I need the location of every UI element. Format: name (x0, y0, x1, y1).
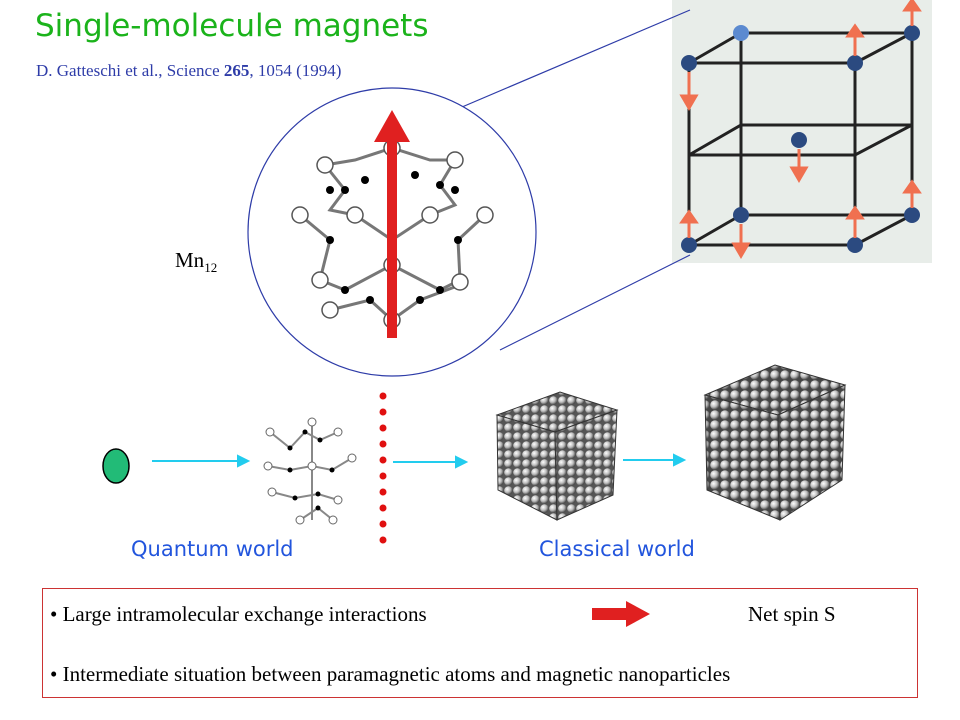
mn12-label-subscript: 12 (204, 260, 218, 276)
quantum-world-label: Quantum world (131, 537, 294, 561)
result-arrow-icon (592, 601, 650, 627)
large-nanoparticle-icon (703, 364, 847, 521)
net-spin-arrow-icon (374, 110, 410, 338)
quantum-classical-divider (379, 392, 387, 544)
citation-volume: 265 (223, 61, 250, 80)
single-atom-icon (102, 448, 130, 484)
classical-world-label: Classical world (539, 537, 695, 561)
small-molecule-icon (263, 417, 357, 525)
lattice-cube-image (672, 0, 932, 263)
zoom-line-bottom (499, 254, 691, 351)
page-title: Single-molecule magnets (35, 8, 429, 44)
small-nanoparticle-icon (495, 391, 619, 521)
net-spin-label: Net spin S (748, 602, 836, 626)
mn12-label-text: Mn (175, 248, 205, 272)
flow-arrow-3-icon (623, 453, 687, 467)
summary-box (42, 588, 918, 698)
bullet-exchange-interactions: • Large intramolecular exchange interact… (50, 602, 427, 626)
citation-authors: D. Gatteschi et al., Science (36, 61, 224, 80)
zoom-line-top (454, 9, 691, 111)
citation: D. Gatteschi et al., Science 265, 1054 (… (36, 61, 341, 81)
citation-pages: , 1054 (1994) (249, 61, 342, 80)
flow-arrow-2-icon (393, 455, 469, 469)
flow-arrow-1-icon (152, 454, 251, 468)
mn12-label: Mn12 (175, 248, 217, 276)
bullet-intermediate-situation: • Intermediate situation between paramag… (50, 662, 731, 686)
